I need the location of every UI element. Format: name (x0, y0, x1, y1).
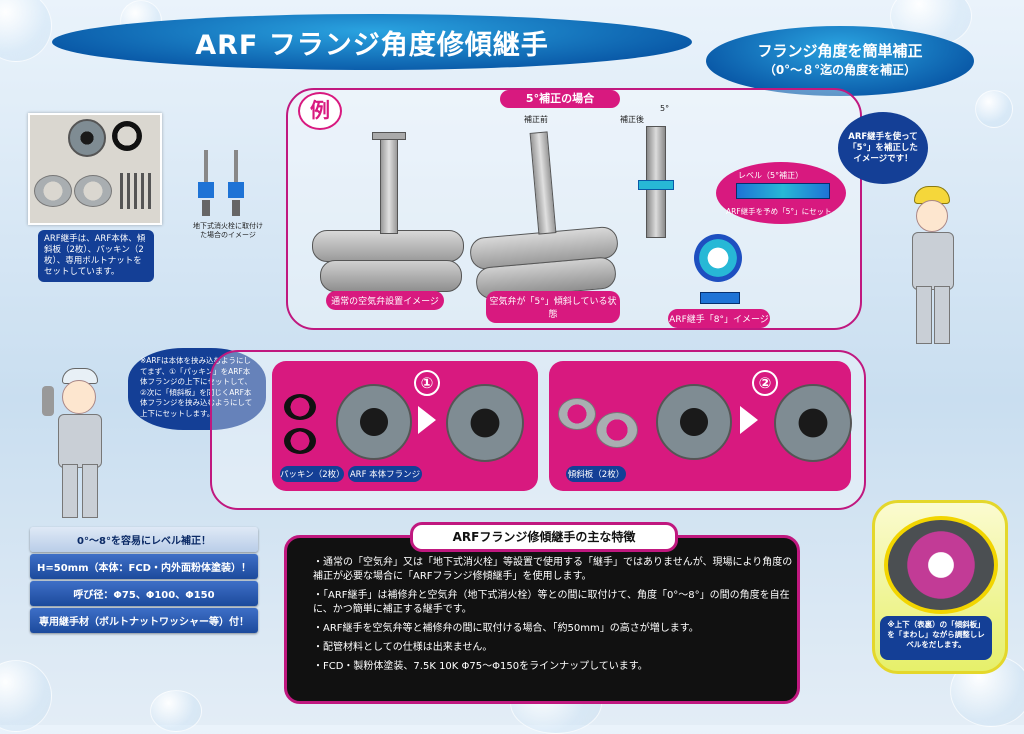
main-features-title: ARFフランジ修傾継手の主な特徴 (410, 522, 678, 552)
pipe-scene-tilted (468, 122, 620, 301)
tilt-plate-1 (558, 398, 596, 430)
feature-item: ・通常の「空気弁」又は「地下式消火栓」等設置で使用する「継手」ではありませんが、… (313, 557, 793, 582)
label-before: 補正前 (524, 115, 548, 124)
decor-bubble (975, 90, 1013, 128)
level-label: レベル（5°補正） (738, 171, 804, 180)
feature-item: ・FCD・製粉体塗装、7.5K 10K Φ75～Φ150をラインナップしています… (313, 661, 648, 672)
main-features-box: ・通常の「空気弁」又は「地下式消火栓」等設置で使用する「継手」ではありませんが、… (284, 535, 800, 704)
label-gasket: パッキン（2枚） (280, 466, 345, 482)
feature-height: H=50mm（本体：FCD・内外面粉体塗装）！ (30, 554, 258, 579)
decor-bubble (0, 660, 52, 732)
label-plate: 傾斜板（2枚） (566, 466, 626, 482)
photo-note: ARF継手は、ARF本体、傾斜板（2枚）、パッキン（2枚）、専用ボルトナットをセ… (38, 230, 154, 282)
set-label: ARF継手を予め「5°」にセット (726, 207, 832, 216)
page-title-text: ARF フランジ角度修傾継手 (195, 29, 549, 61)
decor-bubble (0, 0, 52, 62)
rotate-plate (884, 516, 998, 614)
rotate-note: ※上下（表裏）の「傾斜板」を「まわし」ながら調整しレベルをだします。 (880, 616, 992, 660)
underground-note: 地下式消火栓に取付けた場合のイメージ (193, 222, 263, 239)
arf-body-flange (336, 384, 412, 460)
assembled-flange-2 (774, 384, 852, 462)
subtitle-line1: フランジ角度を簡単補正 (757, 42, 923, 60)
tilt-plate-2 (596, 412, 638, 448)
decor-bubble (150, 690, 202, 732)
subtitle-bubble: フランジ角度を簡単補正 （0°～８°迄の角度を補正） (706, 26, 974, 96)
level-diagram (736, 183, 830, 199)
step1-number: ① (414, 370, 440, 396)
gasket-2 (284, 428, 316, 454)
feature-item: ・配管材料としての仕様は出来ません。 (313, 642, 493, 653)
bolts-photo (120, 173, 154, 209)
flange-with-gasket (656, 384, 732, 460)
subtitle-line2: （0°～８°迄の角度を補正） (763, 63, 917, 77)
arrow-right-icon (418, 406, 436, 434)
feature-diameter: 呼び径：Φ75、Φ100、Φ150 (30, 581, 258, 606)
hydrant-image (196, 150, 256, 218)
example-mark: 例 (298, 92, 342, 130)
product-photo (28, 113, 162, 225)
label-body: ARF 本体フランジ (348, 466, 422, 482)
caption-arf8: ARF継手「8°」イメージ (668, 309, 770, 328)
valve-corrected (636, 126, 676, 246)
feature-item: ・ARF継手を空気弁等と補修弁の間に取付ける場合、「約50mm」の高さが増します… (313, 623, 699, 634)
assembled-flange-1 (446, 384, 524, 462)
worker-right-illustration (900, 186, 964, 346)
arf-side-icon (700, 292, 740, 304)
feature-fittings: 専用継手材（ボルトナットワッシャー等）付！ (30, 608, 258, 633)
flange-photo (68, 119, 106, 157)
arf-ring-icon (694, 234, 742, 282)
feature-item: ・「ARF継手」は補修弁と空気弁（地下式消火栓）等との間に取付けて、角度「0°～… (313, 590, 790, 615)
pipe-scene-normal (312, 122, 464, 292)
speech-left: ※ARFは本体を挟み込むようにしてまず、①「パッキン」をARF本体フランジの上下… (128, 348, 266, 430)
caption-tilted: 空気弁が「5°」傾斜している状態 (486, 291, 620, 323)
caption-normal: 通常の空気弁設置イメージ (326, 291, 444, 310)
feature-level: 0°～8°を容易にレベル補正！ (30, 527, 258, 552)
gasket-photo (112, 121, 142, 151)
angle-label: 5° (660, 104, 670, 113)
label-after: 補正後 (620, 115, 644, 124)
example-banner: 5°補正の場合 (500, 90, 620, 108)
arrow-right-icon (740, 406, 758, 434)
page-title: ARF フランジ角度修傾継手 (52, 14, 692, 70)
worker-left-illustration (40, 368, 120, 518)
gasket-1 (284, 394, 316, 420)
speech-right-text: ARF継手を使って「5°」を補正したイメージです！ (848, 131, 918, 164)
plate-photo (74, 175, 112, 207)
speech-right: ARF継手を使って「5°」を補正したイメージです！ (838, 112, 928, 184)
step2-number: ② (752, 370, 778, 396)
main-features-list: ・通常の「空気弁」又は「地下式消火栓」等設置で使用する「継手」ではありませんが、… (313, 556, 797, 674)
plate-photo (34, 175, 72, 207)
